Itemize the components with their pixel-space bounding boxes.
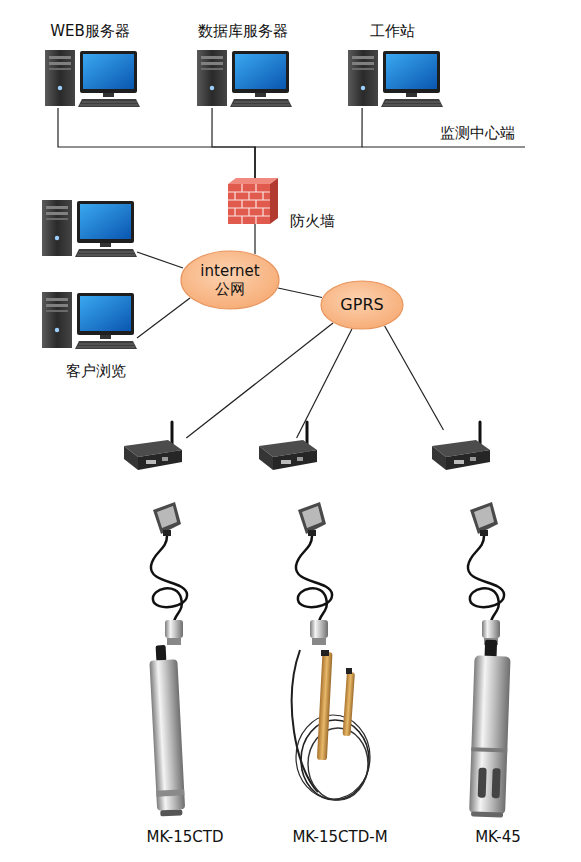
node-label: 数据库服务器 bbox=[198, 22, 288, 40]
connector-line bbox=[254, 224, 255, 254]
server-node: WEB服务器 bbox=[40, 22, 140, 108]
database-server-computer bbox=[197, 50, 292, 107]
network-ellipse: GPRS bbox=[320, 280, 404, 330]
web-server-computer bbox=[45, 50, 140, 107]
dtu-modem bbox=[259, 422, 317, 470]
sensor-cable bbox=[296, 502, 332, 645]
mk15ctd-probe bbox=[149, 644, 186, 816]
bus-line bbox=[362, 146, 525, 147]
node-label: MK-15CTD bbox=[147, 828, 224, 846]
mk45-probe bbox=[469, 639, 511, 817]
client-link bbox=[137, 252, 183, 268]
sensor-node: MK-15CTD-M bbox=[270, 438, 410, 846]
workstation-computer bbox=[348, 50, 443, 107]
workstation-node: 工作站 bbox=[345, 22, 440, 108]
connector-line bbox=[58, 108, 255, 178]
node-label: WEB服务器 bbox=[50, 22, 130, 40]
sensor-node: MK-15CTD bbox=[120, 438, 250, 846]
sensor-cable bbox=[468, 502, 504, 645]
connector-line bbox=[186, 323, 333, 438]
connector-line bbox=[255, 108, 362, 178]
connector-line bbox=[297, 329, 352, 438]
ellipse-shape bbox=[321, 281, 403, 329]
connector-line bbox=[278, 288, 322, 298]
connector-line bbox=[385, 326, 444, 430]
node-label: MK-45 bbox=[475, 828, 521, 846]
free-label: 监测中心端 bbox=[440, 124, 515, 142]
client-computer bbox=[42, 200, 137, 257]
network-ellipse: internet 公网 bbox=[180, 250, 280, 310]
firewall-icon bbox=[228, 178, 278, 224]
node-label: 工作站 bbox=[370, 22, 415, 40]
connector-line bbox=[212, 108, 255, 178]
dtu-modem bbox=[432, 422, 490, 470]
node-label: internet 公网 bbox=[199, 262, 261, 298]
free-label: 客户浏览 bbox=[66, 362, 126, 380]
sensor-node: MK-45 bbox=[440, 430, 556, 846]
dtu-modem bbox=[124, 422, 182, 470]
ellipse-shape bbox=[181, 251, 279, 309]
sensor-cable bbox=[151, 502, 187, 645]
node-label: MK-15CTD-M bbox=[292, 828, 387, 846]
node-label: 防火墙 bbox=[290, 212, 335, 230]
client-link bbox=[137, 298, 190, 338]
server-node: 数据库服务器 bbox=[190, 22, 295, 108]
firewall-node: 防火墙 bbox=[228, 178, 278, 224]
mk15ctd-m-probe bbox=[292, 650, 370, 800]
node-label: GPRS bbox=[340, 296, 383, 314]
client-computer bbox=[42, 292, 137, 349]
